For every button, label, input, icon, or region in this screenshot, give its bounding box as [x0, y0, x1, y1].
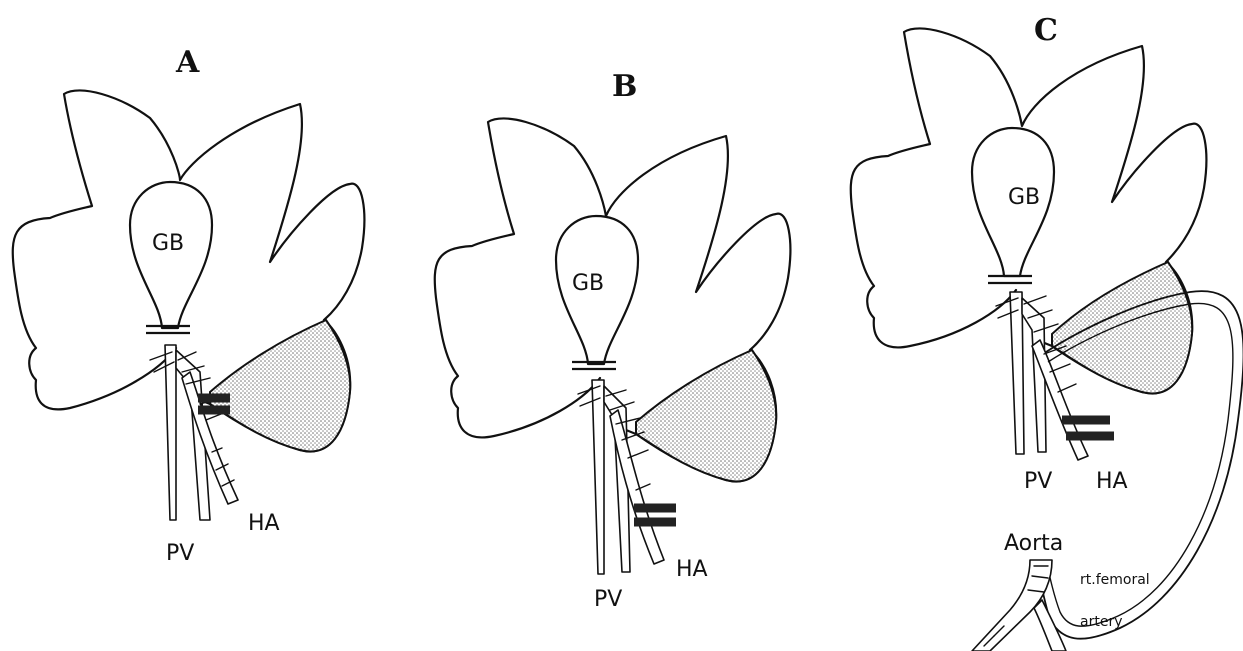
panel-c-femoral-label-line1: rt.femoral: [1080, 572, 1150, 588]
panel-c: C GB: [851, 13, 1243, 651]
panel-b-pv-label: PV: [594, 587, 622, 612]
panel-a-ha-label: HA: [248, 511, 280, 536]
panel-b: B GB PV HA: [435, 69, 791, 612]
panel-b-portal-vein: [592, 380, 604, 574]
panel-a-gb-label: GB: [152, 231, 184, 256]
panel-a-letter: A: [175, 45, 200, 80]
panel-a: A GB PV HA: [13, 45, 365, 566]
panel-c-letter: C: [1034, 13, 1058, 48]
panel-b-gb-label: GB: [572, 271, 604, 296]
panel-b-shaded-lobe: [636, 350, 776, 481]
panel-c-pv-label: PV: [1024, 469, 1052, 494]
panel-a-portal-vein: [165, 345, 176, 520]
panel-c-shaded-lobe: [1052, 262, 1192, 393]
panel-b-letter: B: [612, 69, 637, 104]
panel-c-femoral-label-line2: artery: [1080, 614, 1122, 630]
panel-b-ha-label: HA: [676, 557, 708, 582]
panel-a-shaded-lobe: [210, 320, 350, 451]
panel-c-portal-vein: [1010, 292, 1024, 454]
panel-a-pv-label: PV: [166, 541, 194, 566]
panel-c-gb-label: GB: [1008, 185, 1040, 210]
panel-c-femoral-artery: [1034, 600, 1066, 651]
panel-c-ha-label: HA: [1096, 469, 1128, 494]
panel-c-aorta-label: Aorta: [1004, 531, 1063, 556]
